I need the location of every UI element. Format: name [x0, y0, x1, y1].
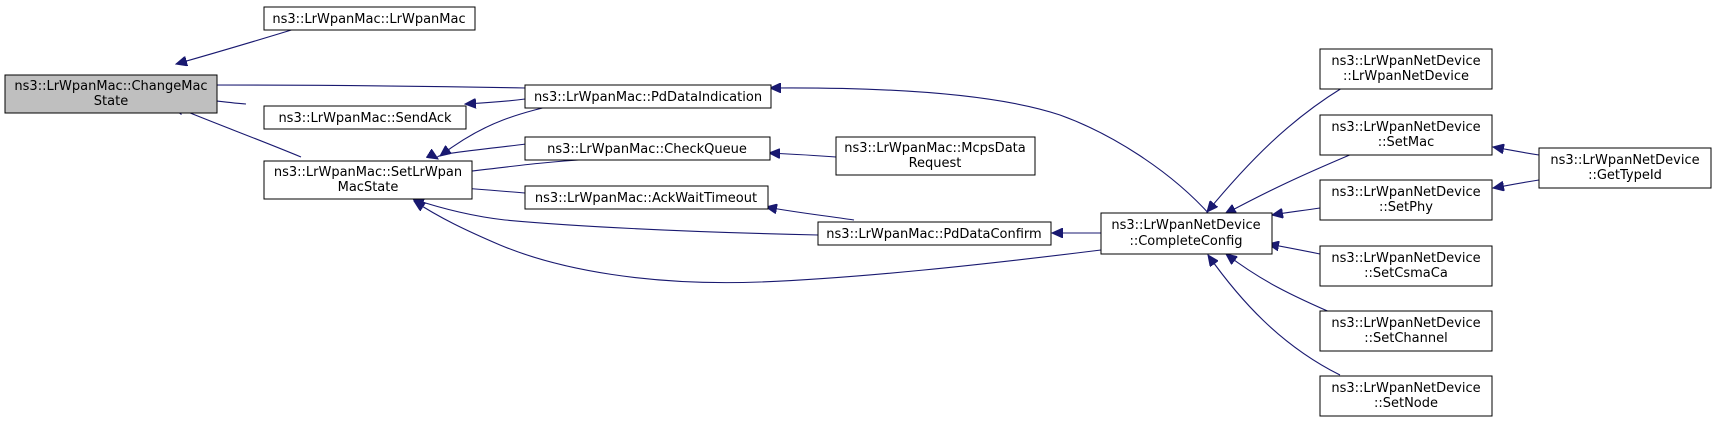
edge-setnode-to-completeconfig — [1208, 255, 1341, 376]
node-completeconfig[interactable]: ns3::LrWpanNetDevice ::CompleteConfig — [1100, 212, 1273, 255]
node-setcsmaca[interactable]: ns3::LrWpanNetDevice ::SetCsmaCa — [1319, 245, 1493, 287]
edge-setchannel-to-completeconfig — [1226, 254, 1340, 317]
edge-gettypeid-to-setphy — [1493, 179, 1540, 188]
node-setmac-line-2: ::SetMac — [1378, 135, 1434, 150]
node-setmac[interactable]: ns3::LrWpanNetDevice ::SetMac — [1319, 114, 1493, 156]
node-completeconfig-line-1: ns3::LrWpanNetDevice — [1111, 218, 1260, 233]
node-lrwpannetdevice-line-1: ns3::LrWpanNetDevice — [1331, 54, 1480, 69]
node-setlrwpanmacstate-line-2: MacState — [338, 180, 399, 195]
node-mcpsdatarequest-line-2: Request — [909, 156, 962, 171]
edge-setmac-to-completeconfig — [1225, 153, 1353, 214]
edge-pddataconfirm-to-setlrwpanmacstate — [413, 199, 819, 236]
node-setchannel-line-2: ::SetChannel — [1364, 331, 1447, 346]
node-checkqueue[interactable]: ns3::LrWpanMac::CheckQueue — [524, 136, 771, 161]
node-setnode[interactable]: ns3::LrWpanNetDevice ::SetNode — [1319, 375, 1493, 417]
node-changemacstate-line-2: State — [94, 94, 128, 109]
node-setnode-line-1: ns3::LrWpanNetDevice — [1331, 381, 1480, 396]
node-sendack-label: ns3::LrWpanMac::SendAck — [278, 111, 452, 126]
node-setchannel-line-1: ns3::LrWpanNetDevice — [1331, 316, 1480, 331]
edge-lrwpanmac-to-changemacstate — [176, 27, 299, 64]
node-layer: ns3::LrWpanMac::ChangeMac State ns3::LrW… — [4, 6, 1712, 417]
edge-completeconfig-to-pddataindication — [770, 88, 1212, 217]
node-lrwpannetdevice[interactable]: ns3::LrWpanNetDevice ::LrWpanNetDevice — [1319, 48, 1493, 90]
edge-lrwpannetdevice-to-completeconfig — [1207, 87, 1343, 212]
node-setphy-line-2: ::SetPhy — [1379, 200, 1433, 215]
node-setcsmaca-line-2: ::SetCsmaCa — [1364, 266, 1448, 281]
node-ackwaittimeout-label: ns3::LrWpanMac::AckWaitTimeout — [535, 191, 757, 206]
edge-checkqueue-to-setlrwpanmacstate — [437, 143, 527, 159]
node-pddataindication[interactable]: ns3::LrWpanMac::PdDataIndication — [524, 84, 772, 109]
edge-pddataconfirm-to-ackwaittimeout — [766, 207, 855, 221]
node-ackwaittimeout[interactable]: ns3::LrWpanMac::AckWaitTimeout — [524, 185, 769, 210]
node-setphy-line-1: ns3::LrWpanNetDevice — [1331, 185, 1480, 200]
node-lrwpannetdevice-line-2: ::LrWpanNetDevice — [1343, 69, 1469, 84]
node-changemacstate[interactable]: ns3::LrWpanMac::ChangeMac State — [4, 74, 218, 114]
edge-pddataindication-to-changemacstate — [197, 85, 526, 88]
node-pddataconfirm-label: ns3::LrWpanMac::PdDataConfirm — [826, 227, 1041, 242]
node-gettypeid-line-1: ns3::LrWpanNetDevice — [1550, 153, 1699, 168]
node-gettypeid-line-2: ::GetTypeId — [1588, 168, 1662, 183]
node-mcpsdatarequest[interactable]: ns3::LrWpanMac::McpsData Request — [835, 136, 1036, 176]
node-pddataindication-label: ns3::LrWpanMac::PdDataIndication — [534, 90, 762, 105]
node-setcsmaca-line-1: ns3::LrWpanNetDevice — [1331, 251, 1480, 266]
node-checkqueue-label: ns3::LrWpanMac::CheckQueue — [547, 142, 747, 157]
edge-setphy-to-completeconfig — [1272, 207, 1321, 215]
node-pddataconfirm[interactable]: ns3::LrWpanMac::PdDataConfirm — [817, 221, 1052, 246]
node-setlrwpanmacstate[interactable]: ns3::LrWpanMac::SetLrWpan MacState — [263, 160, 473, 200]
node-setlrwpanmacstate-line-1: ns3::LrWpanMac::SetLrWpan — [274, 165, 462, 180]
node-gettypeid[interactable]: ns3::LrWpanNetDevice ::GetTypeId — [1538, 147, 1712, 189]
node-mcpsdatarequest-line-1: ns3::LrWpanMac::McpsData — [844, 141, 1025, 156]
edge-gettypeid-to-setmac — [1493, 147, 1540, 156]
edge-setcsmaca-to-completeconfig — [1268, 244, 1321, 255]
edge-mcpsdatarequest-to-checkqueue — [769, 153, 837, 157]
node-sendack[interactable]: ns3::LrWpanMac::SendAck — [263, 105, 467, 130]
node-setnode-line-2: ::SetNode — [1374, 396, 1438, 411]
node-lrwpanmac-label: ns3::LrWpanMac::LrWpanMac — [272, 12, 465, 27]
node-setphy[interactable]: ns3::LrWpanNetDevice ::SetPhy — [1319, 179, 1493, 221]
edge-completeconfig-to-setlrwpanmacstate — [414, 201, 1102, 284]
node-lrwpanmac[interactable]: ns3::LrWpanMac::LrWpanMac — [263, 6, 476, 31]
node-changemacstate-line-1: ns3::LrWpanMac::ChangeMac — [14, 79, 207, 94]
edge-pddataindication-to-sendack — [465, 99, 526, 104]
node-setchannel[interactable]: ns3::LrWpanNetDevice ::SetChannel — [1319, 310, 1493, 352]
node-completeconfig-line-2: ::CompleteConfig — [1129, 234, 1242, 249]
node-setmac-line-1: ns3::LrWpanNetDevice — [1331, 120, 1480, 135]
